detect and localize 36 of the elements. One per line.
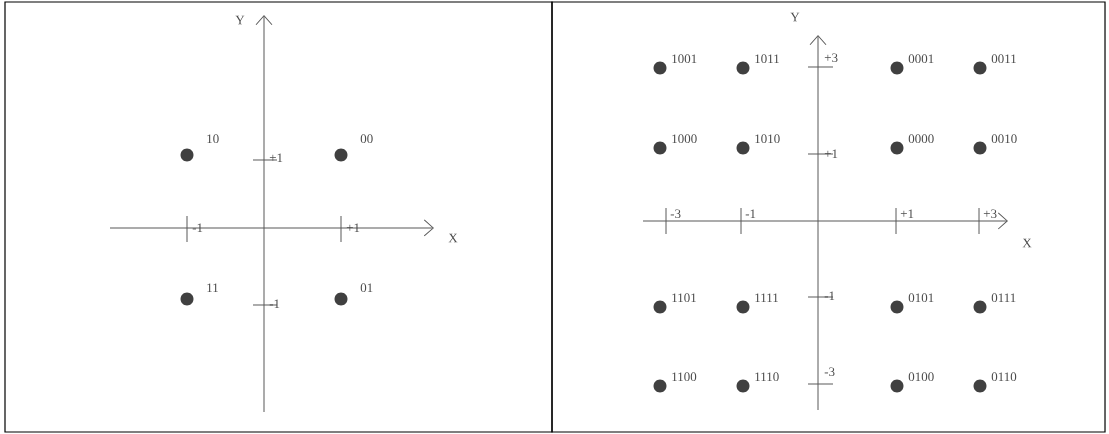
point-label: 0110: [991, 372, 1017, 382]
axis-label: X: [448, 233, 458, 243]
point-label: 00: [360, 134, 373, 144]
tick-label: +1: [269, 153, 283, 162]
axis-label: X: [1022, 238, 1032, 248]
tick-label: -1: [745, 209, 756, 218]
point-label: 1000: [672, 134, 697, 144]
tick-label: -3: [824, 367, 835, 377]
axis-label: Y: [790, 12, 800, 22]
point-label: 0000: [908, 134, 934, 144]
tick-label: +3: [983, 209, 997, 219]
tick-label: +1: [824, 149, 838, 158]
point-label: 1001: [672, 54, 697, 64]
point-label: 0100: [908, 372, 934, 382]
tick-label: +1: [900, 209, 914, 218]
point-label: 1101: [672, 293, 696, 303]
point-label: 1011: [755, 54, 779, 64]
tick-label: +1: [346, 223, 360, 232]
axis-label: Y: [235, 15, 245, 25]
point-label: 10: [207, 134, 219, 144]
point-label: 1111: [755, 293, 778, 302]
point-label: 0010: [991, 134, 1017, 144]
point-label: 0111: [991, 293, 1016, 303]
point-label: 1110: [755, 372, 779, 382]
point-label: 01: [360, 283, 373, 293]
tick-label: +3: [824, 53, 838, 63]
point-label: 1100: [672, 372, 697, 382]
tick-label: -1: [269, 299, 280, 308]
point-label: 0101: [908, 293, 934, 303]
point-label: 11: [207, 283, 218, 292]
tick-label: -1: [192, 223, 203, 232]
tick-label: -3: [670, 209, 681, 219]
tick-label: -1: [824, 291, 835, 300]
point-label: 1010: [755, 134, 780, 144]
point-label: 0001: [908, 54, 934, 64]
point-label: 0011: [991, 54, 1016, 64]
